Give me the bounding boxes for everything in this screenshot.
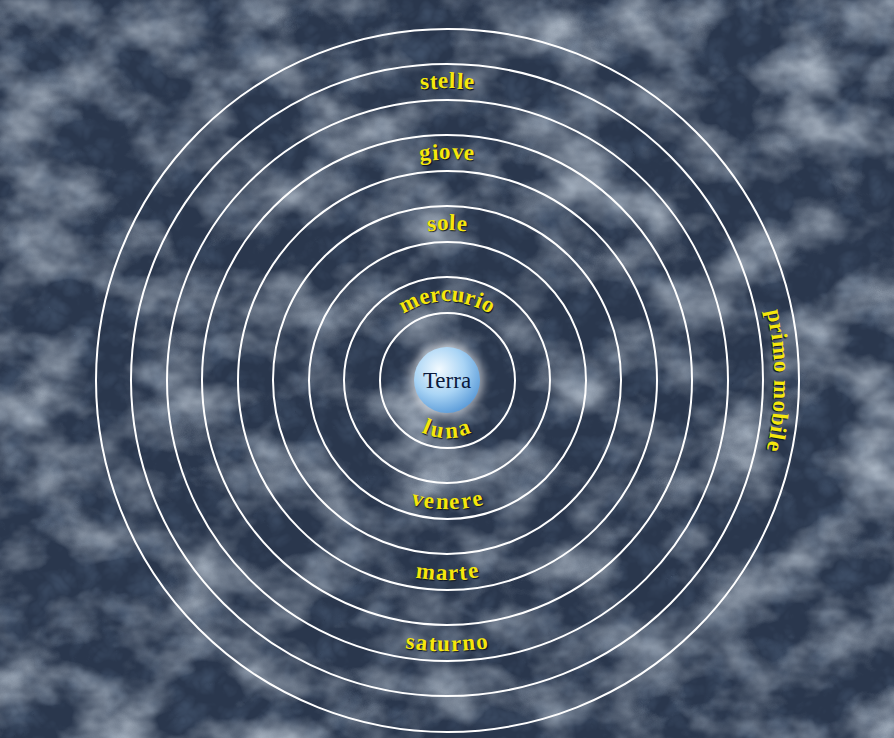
sphere-label: venere — [405, 485, 489, 514]
celestial-sphere: Terralunamercurioveneresolemarte — [237, 170, 658, 591]
label-letter: e — [438, 69, 449, 92]
label-letter: n — [461, 631, 476, 655]
label-letter: c — [441, 282, 452, 305]
globe-disc — [414, 347, 480, 413]
label-letter: o — [770, 360, 793, 372]
sphere-label: sole — [419, 210, 474, 236]
sphere-label: mercurio — [394, 281, 501, 317]
sphere-label: stelle — [412, 68, 482, 94]
label-letter: a — [415, 631, 429, 655]
celestial-sphere: Terralunamercurioveneresolemartegiovesat… — [95, 28, 800, 733]
label-letter: u — [437, 632, 450, 655]
orbit-circle — [238, 171, 657, 590]
orbit-circle — [131, 64, 763, 696]
label-letter: i — [431, 140, 439, 163]
label-letter: s — [405, 629, 417, 653]
label-letter: e — [449, 490, 461, 514]
label-letter: n — [435, 490, 449, 514]
label-letter: t — [429, 69, 438, 92]
orbit-circle — [273, 206, 621, 554]
earth-globe: Terra — [414, 347, 480, 413]
orbit-circle — [309, 242, 586, 519]
label-letter: s — [426, 212, 437, 236]
label-letter: m — [414, 559, 436, 584]
label-letter: o — [475, 629, 489, 653]
label-letter: e — [463, 141, 475, 165]
label-letter: e — [463, 70, 475, 94]
label-letter: t — [428, 632, 437, 655]
label-letter: m — [770, 380, 794, 400]
orbit-circle — [167, 100, 728, 661]
label-letter: l — [449, 69, 456, 92]
sphere-label: primo mobile — [762, 302, 796, 459]
orbit-circle — [380, 313, 515, 448]
celestial-sphere: Terra luna mercurio — [343, 276, 551, 484]
orbit-circle — [344, 277, 550, 483]
label-letter: a — [435, 561, 447, 584]
celestial-sphere: Terralunamercurioveneresolemartegiovesat… — [130, 63, 764, 697]
globe-glow — [410, 343, 484, 417]
label-letter: e — [456, 212, 468, 236]
label-letter: b — [767, 411, 791, 426]
label-letter: o — [439, 140, 451, 163]
label-letter: s — [419, 70, 430, 94]
sphere-label: luna — [416, 415, 477, 444]
label-letter: l — [456, 69, 463, 92]
celestial-sphere: Terralunamercurioveneresole — [272, 205, 622, 555]
label-letter: o — [769, 399, 793, 412]
label-letter: o — [437, 211, 449, 234]
celestial-sphere: Terralunamercurioveneresolemartegiovesat… — [166, 99, 729, 662]
earth-label: Terra — [423, 369, 471, 392]
label-letter: e — [423, 488, 436, 512]
label-letter — [770, 373, 793, 379]
label-letter: e — [467, 559, 480, 583]
celestial-sphere: Terra luna mercurio venere — [308, 241, 587, 520]
label-letter: u — [429, 417, 446, 442]
label-letter: g — [418, 141, 432, 165]
celestial-sphere: Terra luna — [379, 312, 516, 449]
sphere-label: saturno — [399, 629, 495, 657]
label-letter: m — [768, 340, 793, 361]
label-letter: r — [451, 632, 462, 655]
orbit-circle — [96, 29, 799, 732]
label-letter: v — [451, 140, 464, 164]
celestial-sphere: Terralunamercurioveneresolemartegiove — [201, 134, 693, 626]
label-letter: l — [449, 211, 456, 234]
label-letter: r — [448, 561, 459, 584]
sphere-label: marte — [410, 557, 486, 587]
sphere-label: giove — [412, 139, 482, 166]
orbit-circle — [202, 135, 692, 625]
